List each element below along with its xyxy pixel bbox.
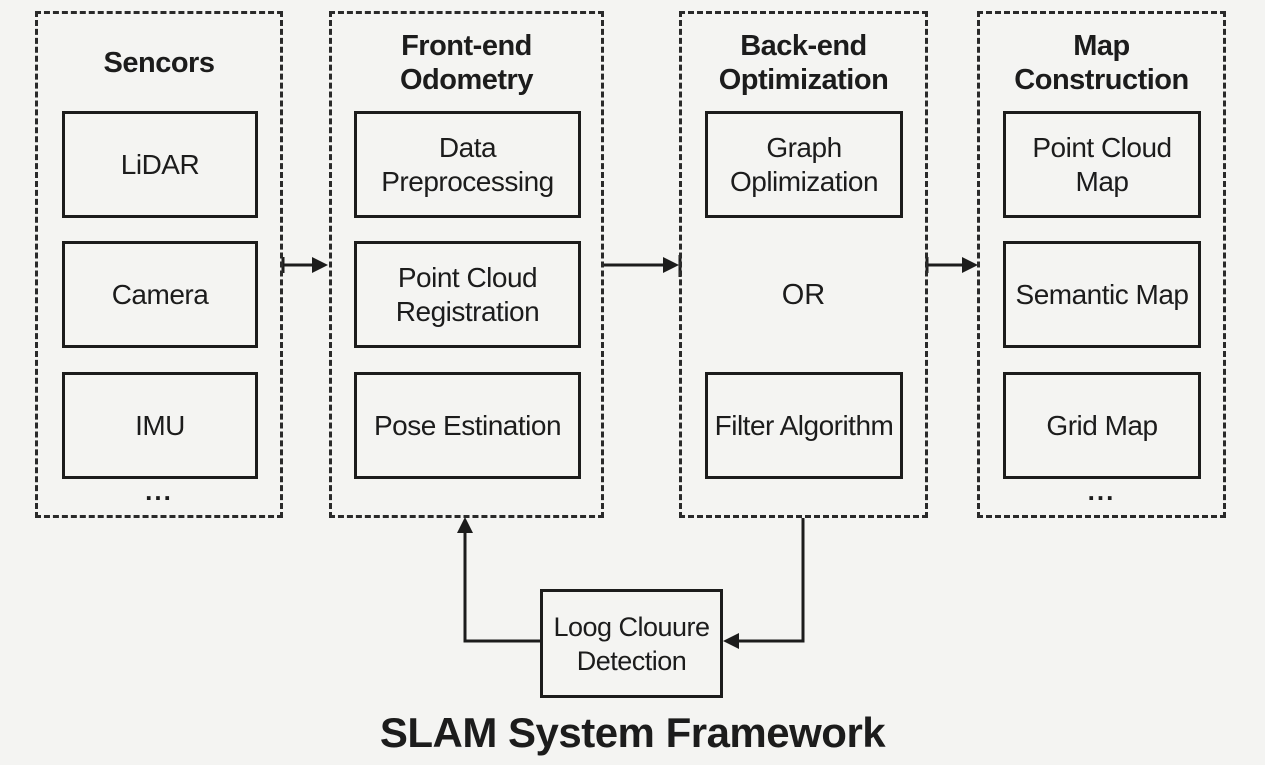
data-preprocessing-box: Data Preprocessing xyxy=(354,111,581,218)
graph-optimization-box: Graph Oplimization xyxy=(705,111,903,218)
frontend-odometry-title: Front-end Odometry xyxy=(400,30,533,96)
imu-box: IMU xyxy=(62,372,258,479)
map-construction-title: Map Construction xyxy=(1014,30,1189,96)
map-construction-group: Map Construction Point Cloud Map Semanti… xyxy=(977,11,1226,518)
point-cloud-registration-box: Point Cloud Registration xyxy=(354,241,581,348)
figure-title: SLAM System Framework xyxy=(379,709,886,756)
sensors-title: Sencors xyxy=(103,47,215,79)
frontend-odometry-group: Front-end Odometry Data Preprocessing Po… xyxy=(329,11,604,518)
or-separator: OR xyxy=(781,279,826,311)
arrow-backend-to-loop-closure xyxy=(723,518,805,649)
filter-algorithm-box: Filter Algorithm xyxy=(705,372,903,479)
lidar-box: LiDAR xyxy=(62,111,258,218)
mapping-more-ellipsis: ... xyxy=(1087,476,1116,506)
grid-map-box: Grid Map xyxy=(1003,372,1201,479)
backend-optimization-group: Back-end Optimization Graph Oplimization… xyxy=(679,11,928,518)
sensors-more-ellipsis: ... xyxy=(145,476,173,506)
pose-estimation-box: Pose Estination xyxy=(354,372,581,479)
camera-box: Camera xyxy=(62,241,258,348)
backend-optimization-title: Back-end Optimization xyxy=(718,30,889,96)
loop-closure-detection-box: Loog Clouure Detection xyxy=(540,589,723,698)
semantic-map-box: Semantic Map xyxy=(1003,241,1201,348)
arrow-loop-closure-to-frontend xyxy=(457,517,541,643)
point-cloud-map-box: Point Cloud Map xyxy=(1003,111,1201,218)
sensors-group: Sencors LiDAR Camera IMU ... xyxy=(35,11,283,518)
